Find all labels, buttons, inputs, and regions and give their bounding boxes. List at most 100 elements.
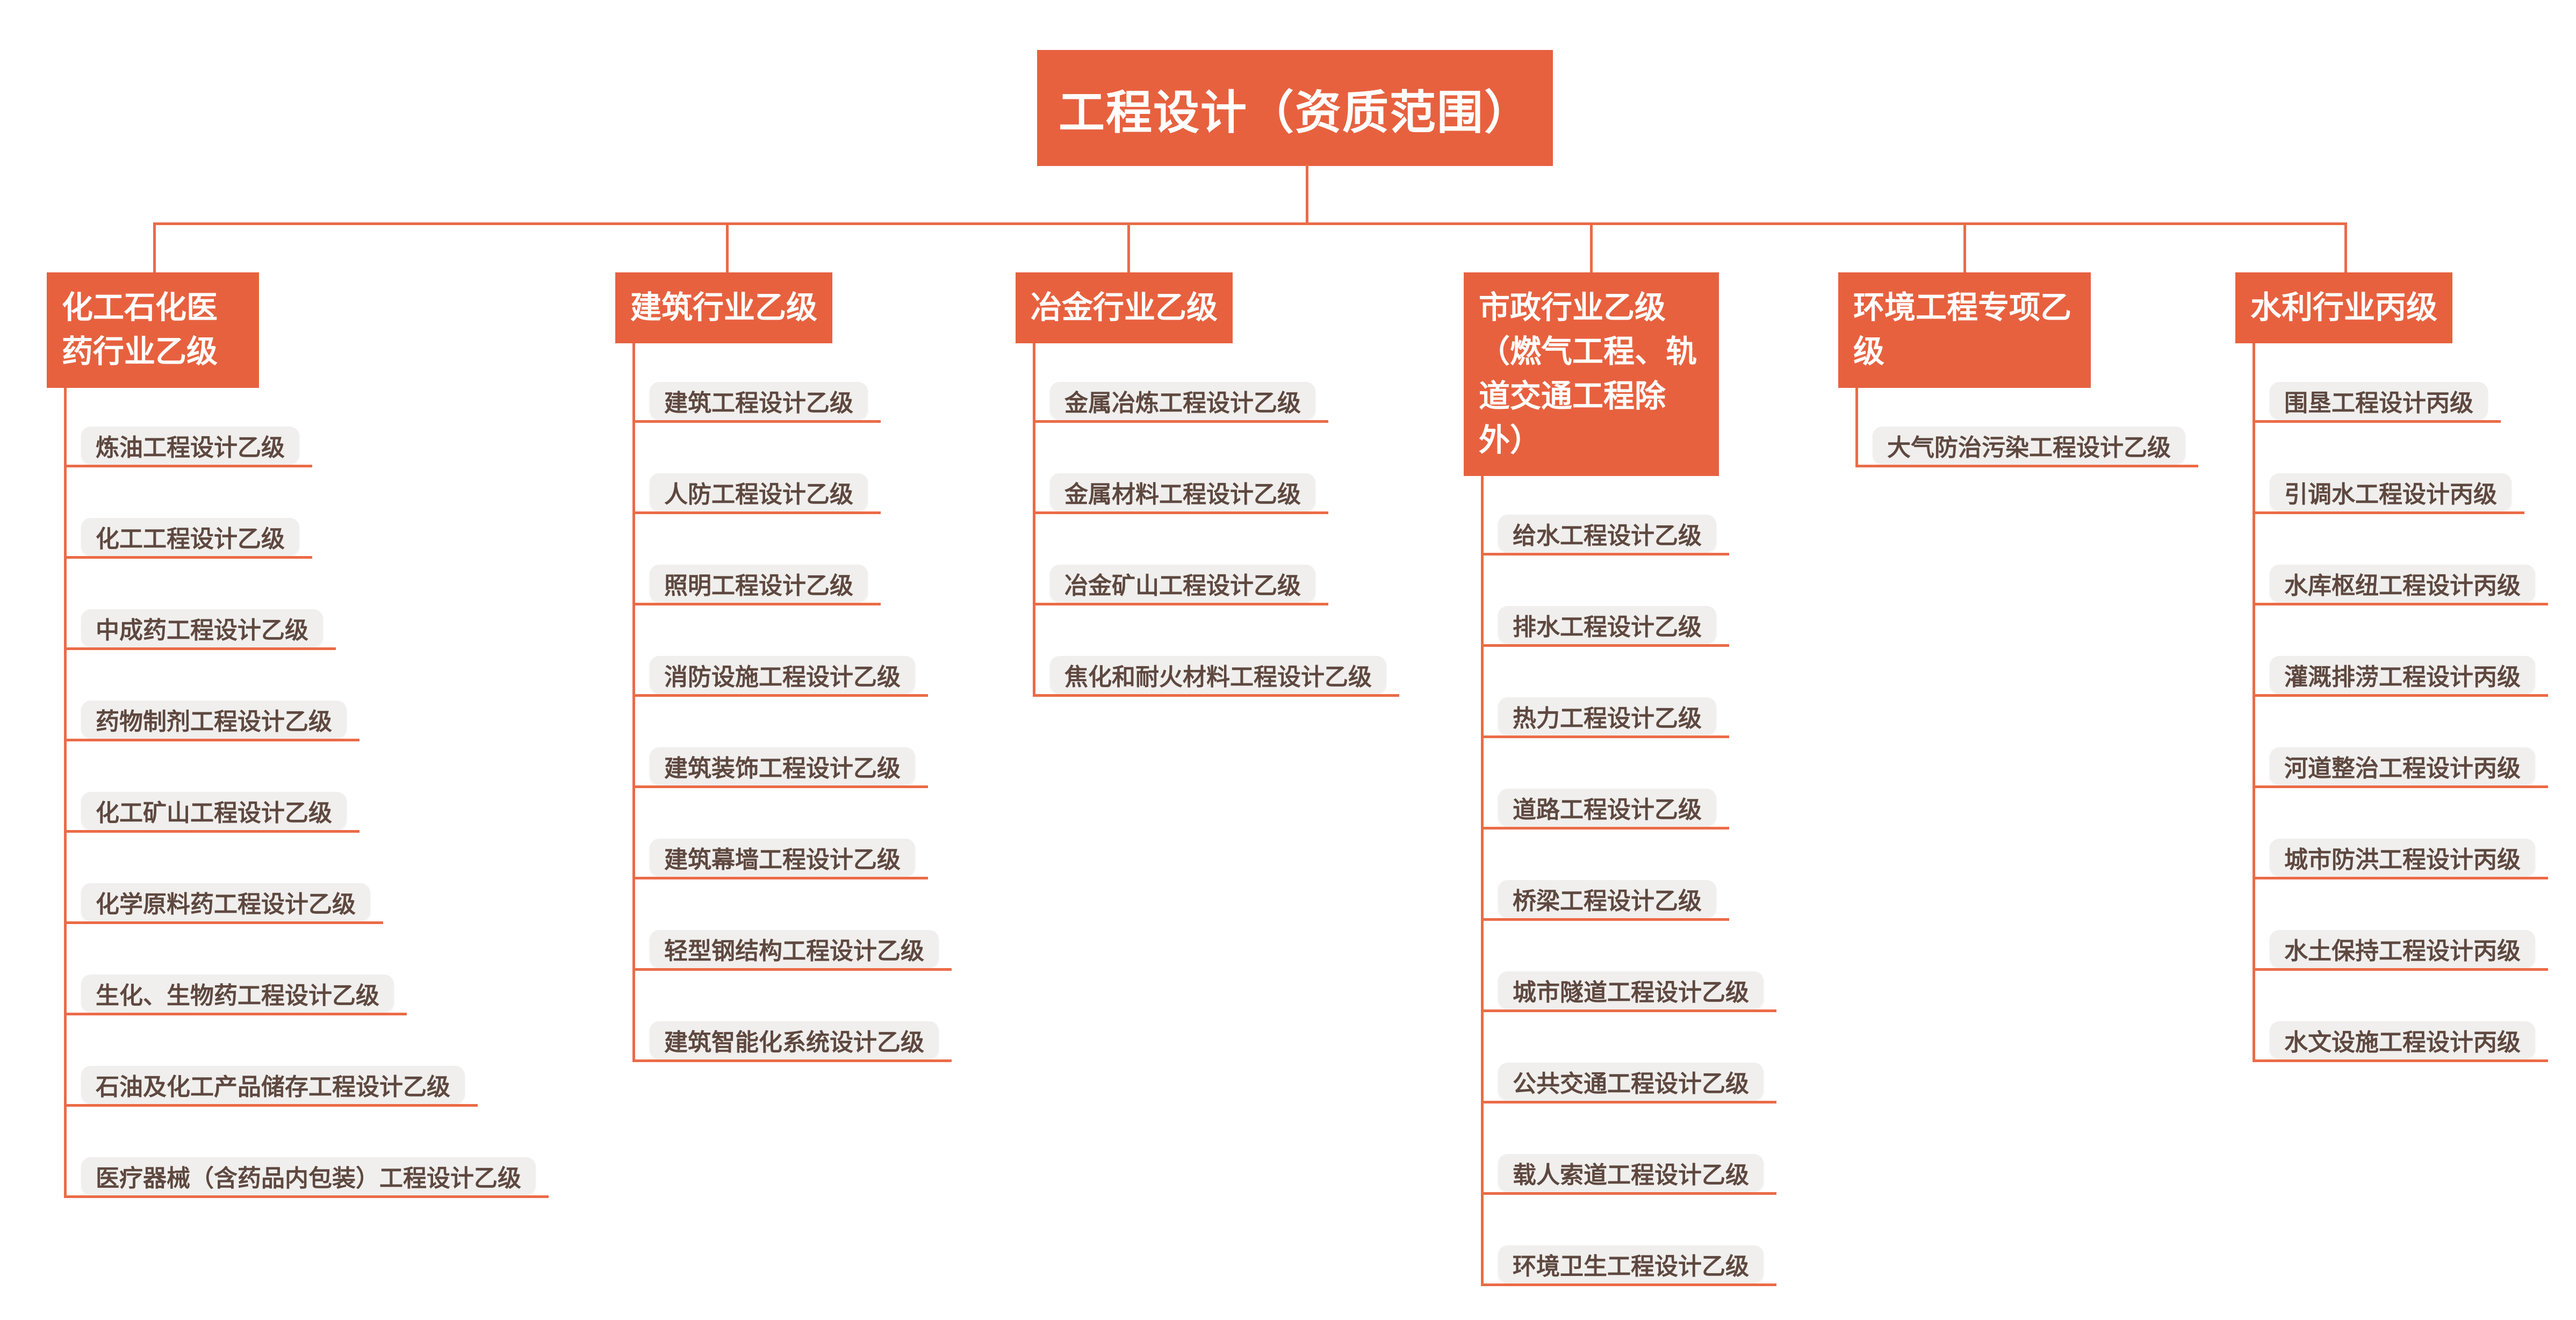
leaf-node[interactable]: 中成药工程设计乙级 [64, 609, 336, 650]
leaf-node[interactable]: 灌溉排涝工程设计丙级 [2253, 656, 2548, 697]
leaf-node[interactable]: 生化、生物药工程设计乙级 [64, 974, 407, 1015]
leaf-node[interactable]: 金属冶炼工程设计乙级 [1033, 382, 1328, 423]
leaf-node[interactable]: 载人索道工程设计乙级 [1481, 1154, 1776, 1195]
leaf-label: 围垦工程设计丙级 [2284, 390, 2473, 417]
leaf-label: 灌溉排涝工程设计丙级 [2284, 664, 2521, 691]
leaf-node[interactable]: 道路工程设计乙级 [1481, 789, 1729, 830]
leaf-label: 生化、生物药工程设计乙级 [96, 982, 379, 1009]
leaf-node[interactable]: 照明工程设计乙级 [632, 565, 881, 606]
leaf-label: 金属材料工程设计乙级 [1064, 481, 1301, 508]
leaf-node[interactable]: 公共交通工程设计乙级 [1481, 1063, 1776, 1104]
branch-node-chemical[interactable]: 化工石化医药行业乙级 [47, 272, 259, 388]
leaf-label: 载人索道工程设计乙级 [1513, 1162, 1749, 1189]
leaf-node[interactable]: 建筑装饰工程设计乙级 [632, 747, 928, 789]
leaf-node[interactable]: 金属材料工程设计乙级 [1033, 473, 1328, 515]
leaf-label: 建筑装饰工程设计乙级 [664, 755, 901, 782]
branch-label: 冶金行业乙级 [1031, 290, 1218, 325]
connector-stub-branch-6 [2344, 222, 2347, 275]
leaf-node[interactable]: 排水工程设计乙级 [1481, 606, 1729, 647]
leaf-label: 桥梁工程设计乙级 [1513, 888, 1702, 915]
branch-label: 建筑行业乙级 [630, 290, 818, 325]
branch-label: 化工石化医药行业乙级 [62, 290, 218, 370]
leaf-label: 医疗器械（含药品内包装）工程设计乙级 [96, 1165, 521, 1192]
leaf-label: 公共交通工程设计乙级 [1513, 1071, 1749, 1098]
branch-node-metallurgy[interactable]: 冶金行业乙级 [1016, 272, 1233, 344]
branch-column-municipal: 市政行业乙级（燃气工程、轨道交通工程除外） 给水工程设计乙级 排水工程设计乙级 … [1464, 272, 1776, 1287]
leaf-label: 城市防洪工程设计丙级 [2284, 847, 2521, 874]
leaf-label: 消防设施工程设计乙级 [664, 664, 901, 691]
leaf-label: 人防工程设计乙级 [664, 481, 853, 508]
leaf-label: 水土保持工程设计丙级 [2284, 938, 2521, 965]
branch-node-municipal[interactable]: 市政行业乙级（燃气工程、轨道交通工程除外） [1464, 272, 1719, 477]
leaf-label: 建筑工程设计乙级 [664, 390, 853, 417]
leaf-node[interactable]: 化学原料药工程设计乙级 [64, 883, 383, 924]
leaf-label: 大气防治污染工程设计乙级 [1887, 434, 2171, 461]
leaf-label: 炼油工程设计乙级 [96, 434, 285, 461]
branch-column-chemical: 化工石化医药行业乙级 炼油工程设计乙级 化工工程设计乙级 中成药工程设计乙级 药… [47, 272, 549, 1198]
leaf-node[interactable]: 化工矿山工程设计乙级 [64, 791, 359, 833]
leaf-node[interactable]: 水土保持工程设计丙级 [2253, 930, 2548, 971]
leaf-label: 水库枢纽工程设计丙级 [2284, 573, 2521, 600]
connector-root-stub [1306, 164, 1308, 225]
branch-column-water: 水利行业丙级 围垦工程设计丙级 引调水工程设计丙级 水库枢纽工程设计丙级 灌溉排… [2235, 272, 2548, 1063]
leaf-node[interactable]: 轻型钢结构工程设计乙级 [632, 930, 952, 971]
leaf-node[interactable]: 医疗器械（含药品内包装）工程设计乙级 [64, 1157, 549, 1198]
leaf-node[interactable]: 炼油工程设计乙级 [64, 426, 312, 467]
leaf-node[interactable]: 水文设施工程设计丙级 [2253, 1021, 2548, 1063]
leaf-label: 河道整治工程设计丙级 [2284, 755, 2521, 782]
leaf-node[interactable]: 建筑工程设计乙级 [632, 382, 881, 423]
leaf-label: 轻型钢结构工程设计乙级 [664, 938, 924, 965]
leaf-node[interactable]: 建筑幕墙工程设计乙级 [632, 839, 928, 880]
leaf-label: 城市隧道工程设计乙级 [1513, 979, 1749, 1006]
leaf-node[interactable]: 化工工程设计乙级 [64, 517, 312, 559]
leaf-label: 热力工程设计乙级 [1513, 705, 1702, 732]
leaf-label: 药物制剂工程设计乙级 [96, 708, 332, 735]
leaf-label: 冶金矿山工程设计乙级 [1064, 573, 1301, 600]
leaf-label: 排水工程设计乙级 [1513, 614, 1702, 641]
connector-stub-branch-4 [1590, 222, 1593, 275]
leaf-node[interactable]: 冶金矿山工程设计乙级 [1033, 565, 1328, 606]
leaf-label: 焦化和耐火材料工程设计乙级 [1064, 664, 1372, 691]
branch-node-construction[interactable]: 建筑行业乙级 [615, 272, 833, 344]
leaf-node[interactable]: 河道整治工程设计丙级 [2253, 747, 2548, 789]
leaf-label: 道路工程设计乙级 [1513, 797, 1702, 824]
leaf-label: 引调水工程设计丙级 [2284, 481, 2497, 508]
connector-trunk [153, 222, 2347, 225]
leaf-node[interactable]: 人防工程设计乙级 [632, 473, 881, 515]
leaf-node[interactable]: 石油及化工产品储存工程设计乙级 [64, 1065, 478, 1107]
root-node-label: 工程设计（资质范围） [1059, 86, 1531, 139]
leaf-node[interactable]: 建筑智能化系统设计乙级 [632, 1021, 952, 1063]
branch-column-construction: 建筑行业乙级 建筑工程设计乙级 人防工程设计乙级 照明工程设计乙级 消防设施工程… [615, 272, 952, 1063]
leaf-node[interactable]: 热力工程设计乙级 [1481, 697, 1729, 739]
leaf-node[interactable]: 大气防治污染工程设计乙级 [1855, 426, 2198, 467]
branch-children: 给水工程设计乙级 排水工程设计乙级 热力工程设计乙级 道路工程设计乙级 桥梁工程… [1481, 476, 1776, 1287]
leaf-node[interactable]: 围垦工程设计丙级 [2253, 382, 2501, 423]
leaf-label: 化工矿山工程设计乙级 [96, 799, 332, 826]
leaf-node[interactable]: 桥梁工程设计乙级 [1481, 880, 1729, 921]
branch-column-metallurgy: 冶金行业乙级 金属冶炼工程设计乙级 金属材料工程设计乙级 冶金矿山工程设计乙级 … [1016, 272, 1399, 697]
leaf-label: 石油及化工产品储存工程设计乙级 [96, 1073, 450, 1100]
leaf-label: 中成药工程设计乙级 [96, 617, 308, 644]
leaf-label: 给水工程设计乙级 [1513, 523, 1702, 550]
leaf-label: 水文设施工程设计丙级 [2284, 1029, 2521, 1056]
connector-stub-branch-5 [1963, 222, 1966, 275]
leaf-label: 金属冶炼工程设计乙级 [1064, 390, 1301, 417]
leaf-node[interactable]: 引调水工程设计丙级 [2253, 473, 2524, 515]
leaf-node[interactable]: 药物制剂工程设计乙级 [64, 700, 359, 741]
leaf-node[interactable]: 环境卫生工程设计乙级 [1481, 1245, 1776, 1287]
branch-children: 围垦工程设计丙级 引调水工程设计丙级 水库枢纽工程设计丙级 灌溉排涝工程设计丙级… [2253, 343, 2548, 1063]
leaf-label: 环境卫生工程设计乙级 [1513, 1253, 1749, 1280]
leaf-label: 建筑幕墙工程设计乙级 [664, 847, 901, 874]
branch-node-water[interactable]: 水利行业丙级 [2235, 272, 2453, 344]
leaf-node[interactable]: 焦化和耐火材料工程设计乙级 [1033, 656, 1399, 697]
leaf-node[interactable]: 城市隧道工程设计乙级 [1481, 971, 1776, 1013]
branch-node-environment[interactable]: 环境工程专项乙级 [1838, 272, 2091, 388]
root-node[interactable]: 工程设计（资质范围） [1037, 50, 1553, 166]
leaf-node[interactable]: 水库枢纽工程设计丙级 [2253, 565, 2548, 606]
leaf-node[interactable]: 消防设施工程设计乙级 [632, 656, 928, 697]
leaf-node[interactable]: 给水工程设计乙级 [1481, 515, 1729, 556]
branch-children: 炼油工程设计乙级 化工工程设计乙级 中成药工程设计乙级 药物制剂工程设计乙级 化… [64, 387, 549, 1198]
leaf-label: 化工工程设计乙级 [96, 525, 285, 552]
leaf-node[interactable]: 城市防洪工程设计丙级 [2253, 839, 2548, 880]
